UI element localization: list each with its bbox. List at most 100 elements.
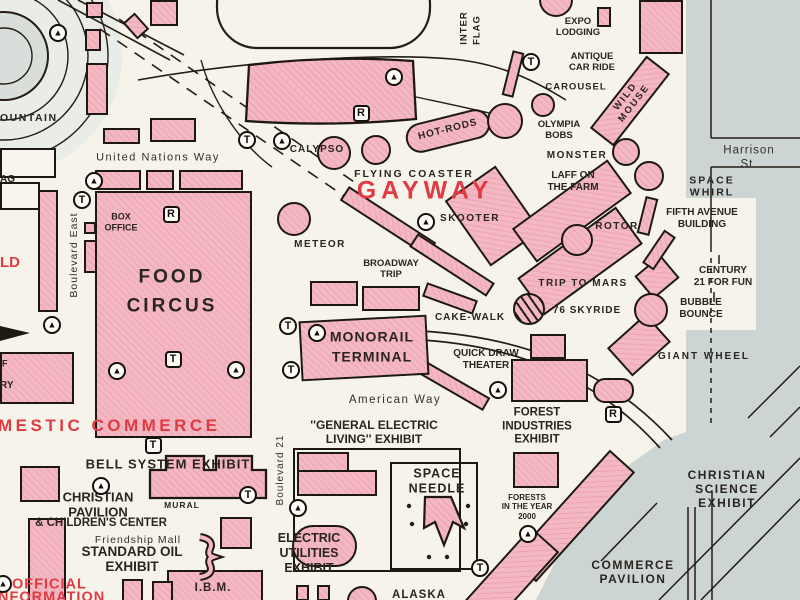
international-flags-2-label: FLAG	[471, 15, 483, 45]
flying-coaster-circle	[361, 135, 391, 165]
telephone-icon: T	[522, 53, 540, 71]
stadium-track	[215, 0, 432, 50]
building	[86, 63, 108, 115]
calypso-circle	[317, 136, 351, 170]
food-circus-label: FOOD CIRCUS	[126, 266, 218, 317]
official-information-1-label: OFFICIAL	[12, 576, 87, 593]
building	[28, 517, 66, 600]
expo-lodging-label: EXPO LODGING	[555, 15, 601, 38]
monorail-line	[57, 0, 171, 61]
first-aid-icon: ▲	[85, 172, 103, 190]
first-aid-icon: ▲	[289, 499, 307, 517]
bubble-bounce-label: BUBBLE BOUNCE	[679, 297, 723, 320]
telephone-icon: T	[471, 559, 489, 577]
telephone-icon: T	[239, 486, 257, 504]
partial-ry-label: RY	[0, 380, 14, 392]
bubble-bounce-circle	[634, 293, 668, 327]
broadway-trip-building	[362, 285, 420, 311]
box-office-kiosk	[83, 239, 97, 273]
building	[150, 118, 196, 142]
monster-label: MONSTER	[546, 150, 608, 162]
first-aid-icon: ▲	[308, 324, 326, 342]
first-aid-icon: ▲	[489, 381, 507, 399]
grandstand-building	[244, 57, 418, 125]
space-needle-enclosure	[390, 462, 478, 570]
giant-wheel-label: GIANT WHEEL	[658, 351, 750, 363]
building	[85, 29, 101, 51]
rotor-label: ROTOR	[595, 221, 639, 233]
building	[121, 579, 143, 600]
forests-in-the-year-2000-label: FORESTS IN THE YEAR 2000	[501, 492, 553, 521]
mural-label: MURAL	[164, 499, 200, 510]
telephone-icon: T	[238, 131, 256, 149]
carousel-label: CAROUSEL	[545, 81, 607, 93]
space-needle-label: SPACE NEEDLE	[408, 466, 466, 495]
broadway-trip-building	[310, 280, 358, 306]
quick-draw-building	[510, 358, 588, 402]
calypso-label: CALYPSO	[289, 144, 345, 156]
gayway-title-label: GAYWAY	[356, 176, 494, 205]
cake-walk-label: CAKE-WALK	[434, 312, 506, 324]
rotor-circle	[561, 224, 593, 256]
olympia-bobs-circle	[487, 103, 523, 139]
bell-system-exhibit-label: BELL SYSTEM EXHIBIT	[85, 456, 251, 472]
first-aid-icon: ▲	[385, 68, 403, 86]
building	[146, 170, 174, 190]
first-aid-icon: ▲	[43, 316, 61, 334]
building	[0, 148, 56, 178]
domestic-commerce-label: MESTIC COMMERCE	[0, 415, 221, 435]
street-boulevard-east-label: Boulevard East	[67, 212, 80, 298]
building	[150, 0, 178, 26]
broadway-trip-label: BROADWAY TRIP	[363, 257, 419, 280]
building	[0, 182, 40, 210]
bell-system-building	[148, 454, 268, 500]
meteor-label: METEOR	[294, 239, 346, 251]
building	[38, 190, 58, 312]
street-american-way-label: American Way	[348, 394, 442, 407]
telephone-icon: T	[282, 361, 300, 379]
skyride-circle	[513, 293, 545, 325]
partial-f-label: F	[2, 358, 8, 369]
food-circus-building	[94, 190, 252, 438]
antique-car-ride-label: ANTIQUE CAR RIDE	[569, 50, 615, 73]
first-aid-icon: ▲	[49, 24, 67, 42]
restroom-icon: R	[162, 205, 180, 223]
meteor-circle	[277, 202, 311, 236]
building	[151, 581, 173, 600]
alaska-label: ALASKA	[392, 589, 446, 600]
space-whirl-label: SPACE WHIRL	[689, 174, 735, 199]
skooter-label: SKOOTER	[440, 213, 500, 225]
forest-industries-exhibit-label: FOREST INDUSTRIES EXHIBIT	[502, 406, 572, 446]
expo-lodging-building	[597, 7, 611, 27]
christian-pavilion-label: CHRISTIAN PAVILION	[62, 489, 134, 520]
childrens-center-label: & CHILDREN'S CENTER	[35, 517, 167, 530]
city-block-lines	[710, 0, 800, 252]
street-united-nations-way-label: United Nations Way	[96, 151, 220, 164]
quick-draw-theater-label: QUICK DRAW THEATER	[453, 348, 519, 371]
building	[102, 128, 140, 144]
space-needle-dots	[406, 503, 471, 560]
box-office-kiosk	[84, 222, 96, 234]
building	[639, 0, 683, 54]
monster-circle	[634, 161, 664, 191]
building	[0, 352, 74, 404]
monster-circle	[612, 138, 640, 166]
monorail-terminal-label: MONORAIL TERMINAL	[329, 328, 415, 365]
telephone-icon: T	[279, 317, 297, 335]
first-aid-icon: ▲	[0, 575, 12, 593]
laff-on-the-farm-label: LAFF ON THE FARM	[547, 170, 599, 193]
street-friendship-mall-label: Friendship Mall	[94, 533, 182, 546]
building	[179, 170, 243, 190]
standard-oil-exhibit-label: STANDARD OIL EXHIBIT	[81, 544, 183, 574]
first-aid-icon: ▲	[227, 361, 245, 379]
ge-pink-building	[297, 470, 377, 496]
first-aid-icon: ▲	[519, 525, 537, 543]
trip-to-mars-label: TRIP TO MARS	[538, 278, 628, 290]
telephone-icon: T	[144, 436, 162, 454]
electric-utilities-exhibit-label: ELECTRIC UTILITIES EXHIBIT	[277, 530, 341, 575]
restroom-icon: R	[604, 405, 622, 423]
flying-coaster-label: FLYING COASTER	[354, 167, 474, 180]
general-electric-living-exhibit-label: ''GENERAL ELECTRIC LIVING'' EXHIBIT	[310, 417, 438, 446]
